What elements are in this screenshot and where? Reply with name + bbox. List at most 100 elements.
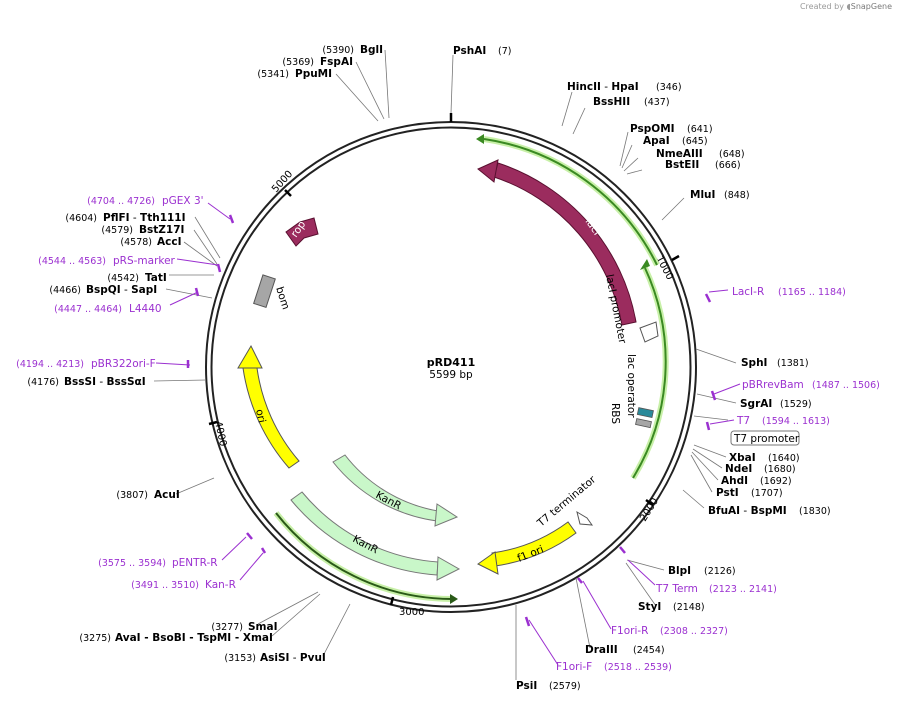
svg-text:AcuI: AcuI — [154, 489, 180, 501]
site-BfuAI[interactable]: BfuAI - BspMI (1830) — [708, 505, 831, 517]
rop-feature[interactable]: rop — [285, 217, 319, 247]
rbs-box[interactable] — [635, 418, 652, 429]
primer-F1ori-F[interactable]: F1ori-F (2518 .. 2539) — [556, 661, 672, 673]
site-BssSI[interactable]: (4176) BssSI - BssSαI — [27, 376, 145, 388]
svg-text:(2454): (2454) — [633, 645, 665, 656]
plasmid-length: 5599 bp — [429, 369, 473, 381]
primer-leader-lines — [155, 202, 741, 666]
svg-text:pGEX 3': pGEX 3' — [162, 195, 204, 207]
svg-text:(4579): (4579) — [101, 225, 133, 236]
site-BstZ17I[interactable]: (4579) BstZ17I — [101, 224, 184, 236]
svg-text:(1707): (1707) — [751, 488, 783, 499]
site-BspQI[interactable]: (4466) BspQI - SapI — [49, 284, 157, 296]
site-AhdI[interactable]: AhdI (1692) — [721, 475, 792, 487]
t7-promoter-label: T7 promoter — [733, 433, 800, 445]
svg-text:PshAI: PshAI — [453, 45, 486, 57]
primer-Kan-R[interactable]: (3491 .. 3510) Kan-R — [131, 579, 236, 591]
site-AvaI[interactable]: (3275) AvaI - BsoBI - TspMI - XmaI — [79, 632, 273, 644]
svg-text:PflFI - Tth111I: PflFI - Tth111I — [103, 212, 186, 224]
t7-promoter-box[interactable] — [730, 430, 800, 446]
svg-text:PspOMI: PspOMI — [630, 123, 675, 135]
site-FspAI[interactable]: (5369) FspAI — [282, 56, 353, 68]
svg-text:HincII - HpaI: HincII - HpaI — [567, 81, 639, 93]
site-SmaI[interactable]: (3277) SmaI — [211, 621, 277, 633]
site-MluI[interactable]: MluI (848) — [690, 189, 750, 201]
kanR-feature-2[interactable]: KanR — [290, 491, 461, 581]
svg-text:NmeAIII: NmeAIII — [656, 148, 703, 160]
primer-pGEX-3[interactable]: (4704 .. 4726) pGEX 3' — [87, 195, 203, 207]
site-PpuMI[interactable]: (5341) PpuMI — [257, 68, 332, 80]
ori-feature[interactable]: ori — [237, 344, 300, 469]
snapgene-logo-icon: ◖ — [846, 2, 851, 11]
svg-text:BssSI - BssSαI: BssSI - BssSαI — [64, 376, 146, 388]
primer-F1ori-R[interactable]: F1ori-R (2308 .. 2327) — [611, 625, 728, 637]
svg-text:(3807): (3807) — [116, 490, 148, 501]
site-NdeI[interactable]: NdeI (1680) — [725, 463, 796, 475]
svg-text:SgrAI: SgrAI — [740, 398, 772, 410]
svg-text:pRS-marker: pRS-marker — [113, 255, 176, 267]
svg-text:AsiSI - PvuI: AsiSI - PvuI — [260, 652, 326, 664]
site-leader-lines — [153, 49, 737, 680]
primer-T7-Term[interactable]: T7 Term (2123 .. 2141) — [655, 583, 777, 595]
svg-text:(648): (648) — [719, 149, 745, 160]
svg-text:(2308 .. 2327): (2308 .. 2327) — [660, 626, 728, 637]
site-PsiI[interactable]: PsiI (2579) — [516, 680, 581, 692]
site-BssHII[interactable]: BssHII (437) — [593, 96, 670, 108]
site-PshAI[interactable]: PshAI (7) — [453, 45, 511, 57]
site-DraIII[interactable]: DraIII (2454) — [585, 644, 665, 656]
site-BlpI[interactable]: BlpI (2126) — [668, 565, 736, 577]
site-PflFI[interactable]: (4604) PflFI - Tth111I — [65, 212, 185, 224]
site-AsiSI[interactable]: (3153) AsiSI - PvuI — [224, 652, 325, 664]
primer-pRS-marker[interactable]: (4544 .. 4563) pRS-marker — [38, 255, 175, 267]
t7-terminator-arrow[interactable] — [576, 510, 594, 526]
site-PstI[interactable]: PstI (1707) — [716, 487, 783, 499]
svg-text:(2579): (2579) — [549, 681, 581, 692]
tick-5000 — [284, 189, 292, 197]
site-ApaI[interactable]: ApaI (645) — [643, 135, 708, 147]
svg-text:(641): (641) — [687, 124, 713, 135]
site-NmeAIII[interactable]: NmeAIII (648) — [656, 148, 745, 160]
site-TatI[interactable]: (4542) TatI — [107, 272, 166, 284]
svg-text:(4542): (4542) — [107, 273, 139, 284]
lac-operator-label: lac operator — [625, 354, 637, 418]
svg-text:(3277): (3277) — [211, 622, 243, 633]
f1-ori-feature[interactable]: f1 ori — [477, 521, 577, 575]
svg-text:(4704 .. 4726): (4704 .. 4726) — [87, 196, 155, 207]
tick-2000 — [645, 498, 654, 507]
site-HincII[interactable]: HincII - HpaI (346) — [567, 81, 682, 93]
primer-LacI-R[interactable]: LacI-R (1165 .. 1184) — [732, 286, 846, 298]
site-StyI[interactable]: StyI (2148) — [638, 601, 705, 613]
site-AcuI[interactable]: (3807) AcuI — [116, 489, 179, 501]
svg-text:SmaI: SmaI — [248, 621, 278, 633]
site-BstEII[interactable]: BstEII (666) — [665, 159, 741, 171]
site-SphI[interactable]: SphI (1381) — [741, 357, 809, 369]
tick-label-2000: 2000 — [638, 496, 661, 523]
kanR-feature-1[interactable]: KanR — [332, 454, 459, 527]
primer-pENTR-R[interactable]: (3575 .. 3594) pENTR-R — [98, 557, 217, 569]
bom-box[interactable] — [253, 274, 276, 309]
primer-pBR322ori-F[interactable]: (4194 .. 4213) pBR322ori-F — [16, 358, 156, 370]
site-PspOMI[interactable]: PspOMI (641) — [630, 123, 713, 135]
site-XbaI[interactable]: XbaI (1640) — [729, 452, 800, 464]
svg-text:(3275): (3275) — [79, 633, 111, 644]
primer-T7[interactable]: T7 (1594 .. 1613) — [736, 415, 830, 427]
site-AccI[interactable]: (4578) AccI — [120, 236, 181, 248]
lac-operator-box[interactable] — [636, 407, 654, 419]
bom-label: bom — [273, 285, 292, 311]
lacI-promoter-arrow[interactable] — [639, 321, 659, 343]
svg-text:(1381): (1381) — [777, 358, 809, 369]
site-BglI[interactable]: (5390) BglI — [322, 44, 383, 56]
primer-L4440[interactable]: (4447 .. 4464) L4440 — [54, 303, 161, 315]
svg-text:(1640): (1640) — [768, 453, 800, 464]
svg-text:(5369): (5369) — [282, 57, 314, 68]
lacI-feature[interactable]: lacI — [477, 159, 637, 326]
svg-text:BstZ17I: BstZ17I — [139, 224, 184, 236]
svg-text:pBR322ori-F: pBR322ori-F — [91, 358, 156, 370]
svg-text:MluI: MluI — [690, 189, 715, 201]
svg-text:(2126): (2126) — [704, 566, 736, 577]
primer-pBRrevBam[interactable]: pBRrevBam (1487 .. 1506) — [742, 379, 880, 391]
svg-text:PsiI: PsiI — [516, 680, 537, 692]
svg-text:NdeI: NdeI — [725, 463, 752, 475]
site-SgrAI[interactable]: SgrAI (1529) — [740, 398, 812, 410]
